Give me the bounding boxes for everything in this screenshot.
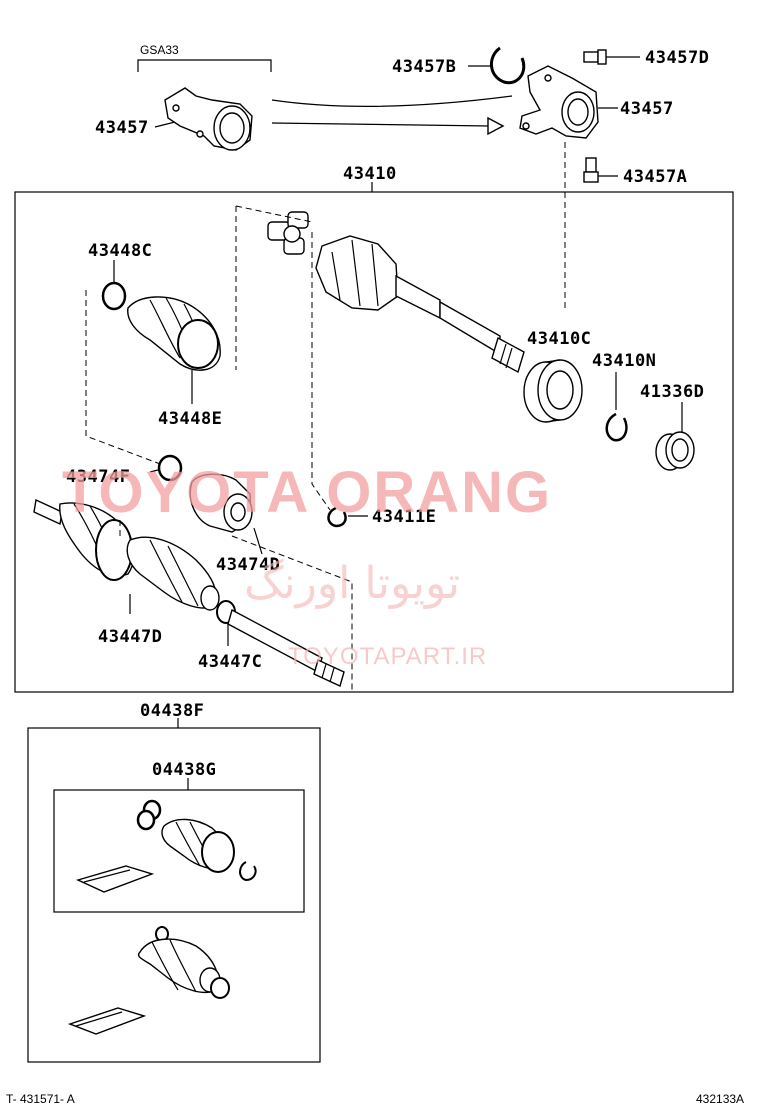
kit-G-clamp-small[interactable] [136, 799, 162, 831]
label-43447D: 43447D [98, 627, 162, 647]
label-04438G: 04438G [152, 760, 216, 780]
group-bracket-gsa33: GSA33 [137, 43, 272, 72]
gsa33-bracket-line [137, 59, 272, 72]
guide-outer-2 [231, 535, 353, 690]
label-43457A: 43457A [623, 167, 687, 187]
watermark-brand: TOYOTA ORANG [62, 460, 552, 525]
label-43410N: 43410N [592, 351, 656, 371]
label-04438F: 04438F [140, 701, 204, 721]
part-41336D-seal[interactable] [655, 402, 695, 471]
label-43457-right: 43457 [620, 99, 674, 119]
part-43411E-snap-ring[interactable] [327, 506, 369, 528]
watermark-url: TOYOTAPART.IR [288, 643, 487, 670]
kit-G-grease-pack[interactable] [76, 865, 155, 893]
label-43411E: 43411E [372, 507, 436, 527]
part-outer-shaft[interactable] [33, 498, 345, 687]
kit-box-04438F [27, 727, 321, 1063]
guide-line-tripod [235, 205, 313, 223]
label-43474F: 43474F [66, 467, 130, 487]
part-43457B-snap-ring[interactable] [468, 46, 526, 85]
label-43457D: 43457D [645, 48, 709, 68]
part-43457D-bolt[interactable] [583, 49, 640, 65]
label-43474D: 43474D [216, 555, 280, 575]
part-43457-left[interactable] [154, 87, 253, 151]
label-43448E: 43448E [158, 409, 222, 429]
part-43457-right[interactable] [519, 65, 618, 139]
kit-F-boot-assembly[interactable] [137, 926, 230, 999]
guide-line-left [85, 290, 177, 471]
label-41336D: 41336D [640, 382, 704, 402]
kit-G-snap-ring[interactable] [239, 861, 257, 882]
kit-G-boot[interactable] [161, 818, 235, 873]
assembly-box-43410 [14, 191, 734, 693]
part-tripod[interactable] [267, 211, 309, 255]
footer-right-code: 432133A [696, 1092, 744, 1106]
kit-F-grease-pack[interactable] [67, 1007, 147, 1035]
guide-line-center [311, 232, 331, 511]
arrows-bracket [271, 95, 513, 136]
label-43457-left: 43457 [95, 118, 149, 138]
label-43447C: 43447C [198, 652, 262, 672]
part-43474F-clamp[interactable] [149, 454, 183, 482]
footer-left-code: T- 431571- A [6, 1092, 75, 1106]
part-43410N-snap-ring[interactable] [605, 372, 628, 442]
part-43474D-damper[interactable] [189, 473, 263, 555]
label-43457B: 43457B [392, 57, 456, 77]
part-inner-boot[interactable] [127, 296, 221, 371]
label-43410: 43410 [343, 164, 397, 184]
watermark-persian: تویوتا اورنگ [244, 558, 460, 609]
part-43457A-bolt[interactable] [583, 157, 618, 183]
part-43448C-clamp[interactable] [101, 260, 127, 311]
part-43410C-bearing[interactable] [523, 359, 583, 423]
kit-box-04438G [53, 789, 305, 913]
gsa33-label: GSA33 [140, 43, 179, 57]
part-inboard-joint-shaft[interactable] [315, 235, 525, 374]
label-43448C: 43448C [88, 241, 152, 261]
label-43410C: 43410C [527, 329, 591, 349]
